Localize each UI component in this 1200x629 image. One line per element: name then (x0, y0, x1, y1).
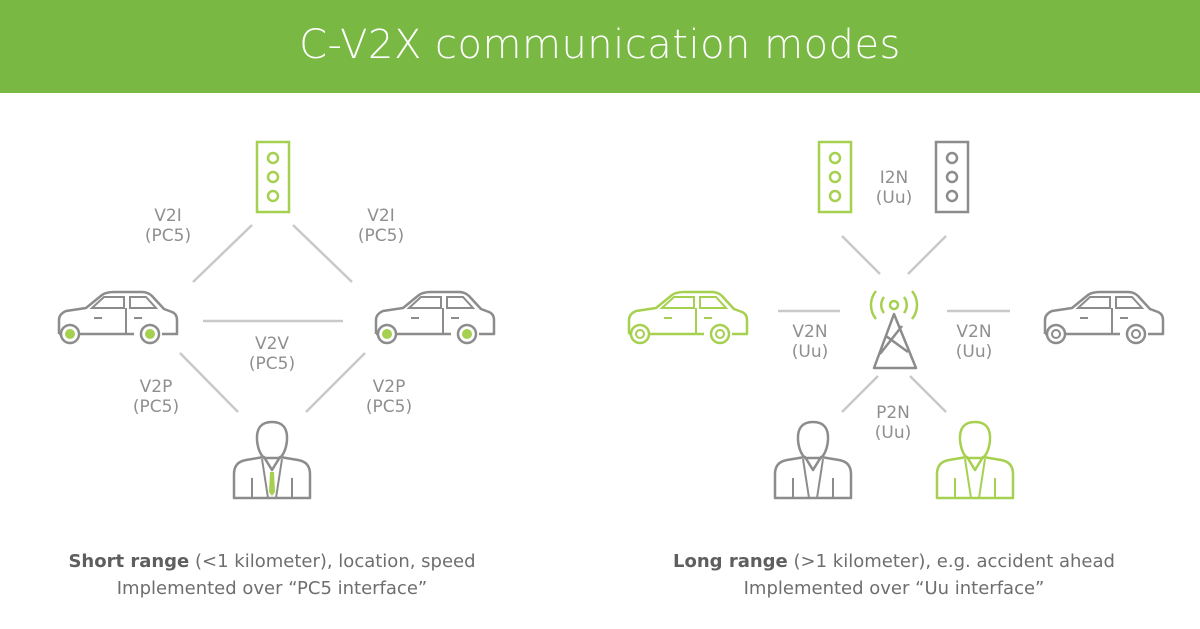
label-line: P2N (876, 403, 910, 423)
label-line: (Uu) (955, 342, 993, 362)
label-p2n: P2N (Uu) (848, 403, 938, 443)
label-line: (PC5) (357, 226, 405, 246)
caption-line-2: Implemented over “PC5 interface” (116, 578, 428, 599)
caption-heading: Short range (68, 551, 190, 572)
short-range-connectors (179, 224, 366, 413)
label-line: (PC5) (365, 397, 413, 417)
label-i2n: I2N (Uu) (849, 168, 939, 208)
traffic-light-icon (255, 140, 291, 214)
short-range-caption: Short range (<1 kilometer), location, sp… (12, 548, 532, 602)
traffic-light-icon (817, 140, 853, 214)
caption-line-1: Short range (<1 kilometer), location, sp… (12, 548, 532, 575)
diagram-area (0, 93, 1200, 629)
label-v2n-left: V2N (Uu) (765, 322, 855, 362)
label-line: I2N (879, 168, 909, 188)
long-range-caption: Long range (>1 kilometer), e.g. accident… (634, 548, 1154, 602)
diagram-canvas (57, 140, 1165, 500)
label-v2i-right: V2I (PC5) (336, 206, 426, 246)
label-line: (Uu) (875, 188, 913, 208)
label-line: (PC5) (248, 354, 296, 374)
label-line: V2N (956, 322, 992, 342)
label-line: (PC5) (144, 226, 192, 246)
car-icon (57, 290, 179, 345)
caption-heading: Long range (673, 551, 788, 572)
label-line: V2P (139, 377, 173, 397)
label-line: (PC5) (132, 397, 180, 417)
label-line: V2N (792, 322, 828, 342)
caption-line-1: Long range (>1 kilometer), e.g. accident… (634, 548, 1154, 575)
caption-line-2: Implemented over “Uu interface” (743, 578, 1045, 599)
label-line: V2I (367, 206, 395, 226)
caption-detail: (>1 kilometer), e.g. accident ahead (787, 551, 1115, 572)
label-v2p-right: V2P (PC5) (344, 377, 434, 417)
car-icon (374, 290, 496, 345)
traffic-light-icon (934, 140, 970, 214)
label-v2i-left: V2I (PC5) (123, 206, 213, 246)
label-line: V2V (254, 334, 290, 354)
label-line: (Uu) (874, 423, 912, 443)
long-range-connectors (778, 235, 1010, 413)
page-title: C-V2X communication modes (299, 22, 901, 68)
cell-tower-icon (869, 290, 919, 370)
label-v2n-right: V2N (Uu) (929, 322, 1019, 362)
car-icon (1043, 290, 1165, 345)
car-icon (627, 290, 749, 345)
label-line: V2P (372, 377, 406, 397)
title-banner: C-V2X communication modes (0, 0, 1200, 93)
person-icon (935, 420, 1015, 500)
label-v2v: V2V (PC5) (227, 334, 317, 374)
label-line: (Uu) (791, 342, 829, 362)
label-line: V2I (154, 206, 182, 226)
person-icon (232, 420, 312, 500)
label-v2p-left: V2P (PC5) (111, 377, 201, 417)
caption-detail: (<1 kilometer), location, speed (189, 551, 476, 572)
person-icon (773, 420, 853, 500)
